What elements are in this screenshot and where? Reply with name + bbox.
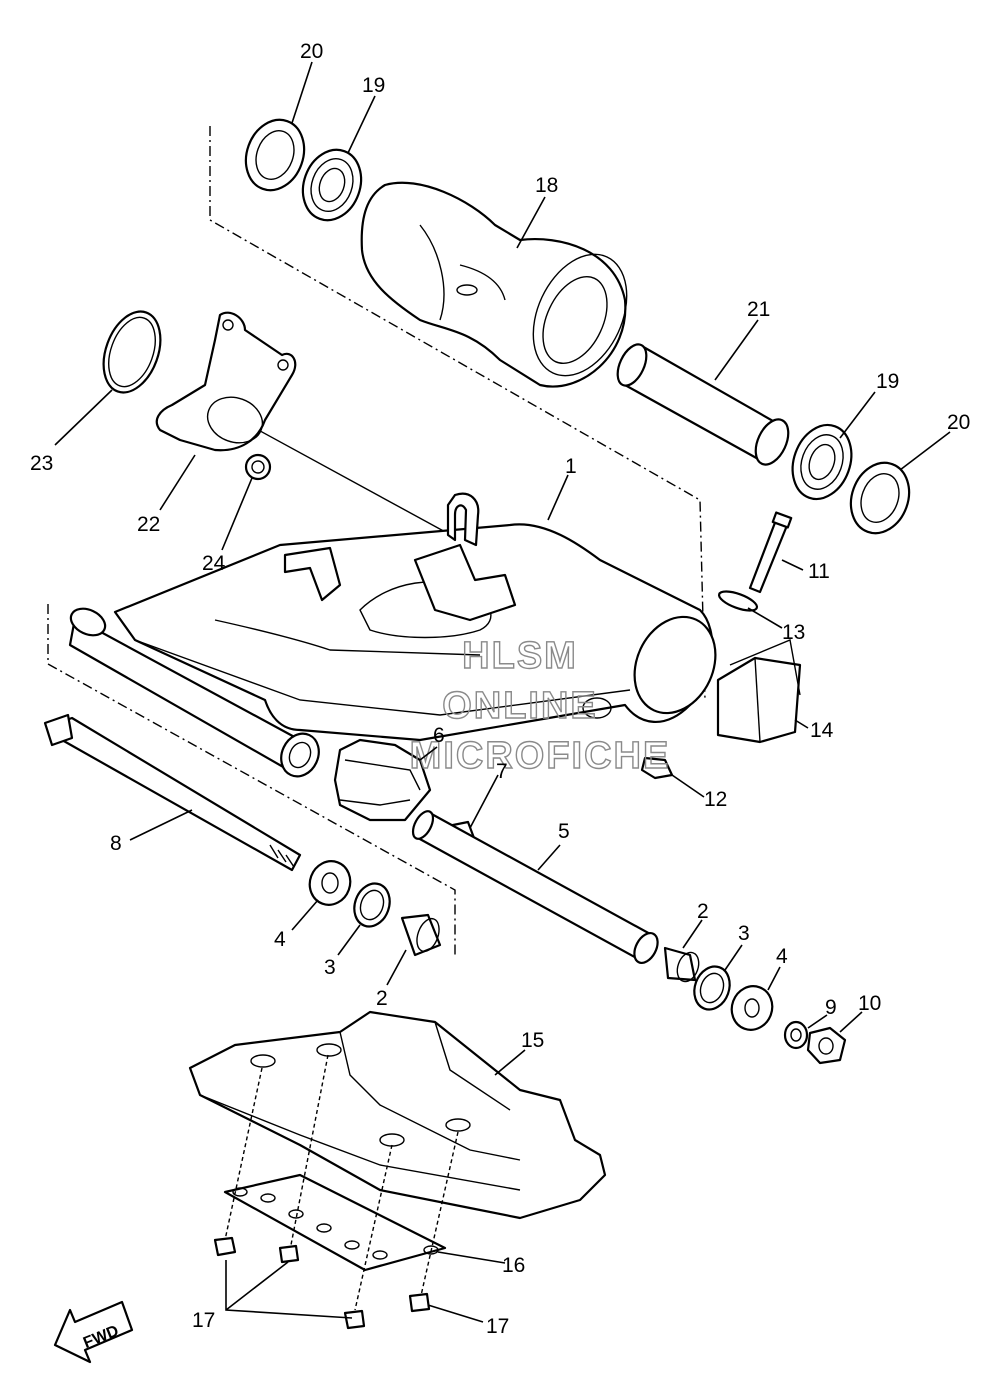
washer-13 [717,590,759,612]
callout-3-left: 3 [324,956,336,979]
nut-10 [806,1026,847,1065]
alignment-line-plate [239,419,461,541]
alignment-line-upper [209,126,706,701]
callout-19-top: 19 [362,74,385,97]
circlip-23 [102,310,162,394]
oil-seal-3-left [353,882,391,928]
bolt-17-group [213,1236,431,1330]
pivot-tube [68,607,320,778]
collar-5 [411,810,659,964]
callout-11: 11 [808,560,830,583]
leader-lines [54,61,951,1323]
collar-21 [616,343,790,466]
bearing-2-left [400,913,442,957]
callout-numbers: 20 19 18 21 19 20 23 22 24 1 11 13 14 12… [30,40,970,1338]
bearing-19-top [301,148,363,222]
callout-23: 23 [30,452,53,475]
oil-seal-20-top [244,118,306,192]
oil-seal-3-right [693,965,731,1011]
callout-2-right: 2 [697,900,709,923]
watermark-line-2: ONLINE [442,685,598,727]
callout-20-top: 20 [300,40,323,63]
callout-1: 1 [565,455,577,478]
callout-6: 6 [433,724,445,747]
bearing-19-right [791,423,853,501]
callout-19-right: 19 [876,370,899,393]
fastener-line [224,1054,459,1311]
collar-24 [244,453,272,481]
callout-12: 12 [704,788,727,811]
callout-7: 7 [496,760,508,783]
watermark-line-1: HLSM [462,635,578,677]
washer-9 [783,1020,809,1050]
callout-20-right: 20 [947,411,970,434]
callout-4-right: 4 [776,945,788,968]
watermark-line-3: MICROFICHE [410,735,671,777]
pad-14 [716,639,802,744]
nut-12 [640,756,674,780]
thrust-cover-4-right [730,985,774,1031]
alignment-line-lower [47,604,456,955]
callout-3-right: 3 [738,922,750,945]
thrust-cover-4-left [308,860,352,906]
plate-22 [155,311,297,452]
callout-4-left: 4 [274,928,286,951]
callout-13: 13 [782,621,805,644]
bearing-2-right [663,946,700,983]
watermark: HLSM ONLINE MICROFICHE [409,634,671,777]
callout-17-right: 17 [486,1315,509,1338]
callout-21: 21 [747,298,770,321]
hub-18 [360,181,628,388]
callout-9: 9 [825,996,837,1019]
fwd-arrow-icon: FWD [53,1300,134,1364]
callout-18: 18 [535,174,558,197]
callout-14: 14 [810,719,834,742]
callout-17-left: 17 [192,1309,215,1332]
chain-support-6 [333,738,432,822]
bolt-11 [748,511,793,594]
swingarm-1 [113,492,717,742]
callout-5: 5 [558,820,570,843]
pivot-shaft-8 [43,713,302,872]
callout-22: 22 [137,513,160,536]
callout-8: 8 [110,832,122,855]
callout-2-left: 2 [376,987,388,1010]
callout-15: 15 [521,1029,544,1052]
callout-10: 10 [858,992,881,1015]
oil-seal-20-right [849,461,911,535]
callout-16: 16 [502,1254,525,1277]
callout-24: 24 [202,552,226,575]
plate-16 [223,1173,447,1272]
